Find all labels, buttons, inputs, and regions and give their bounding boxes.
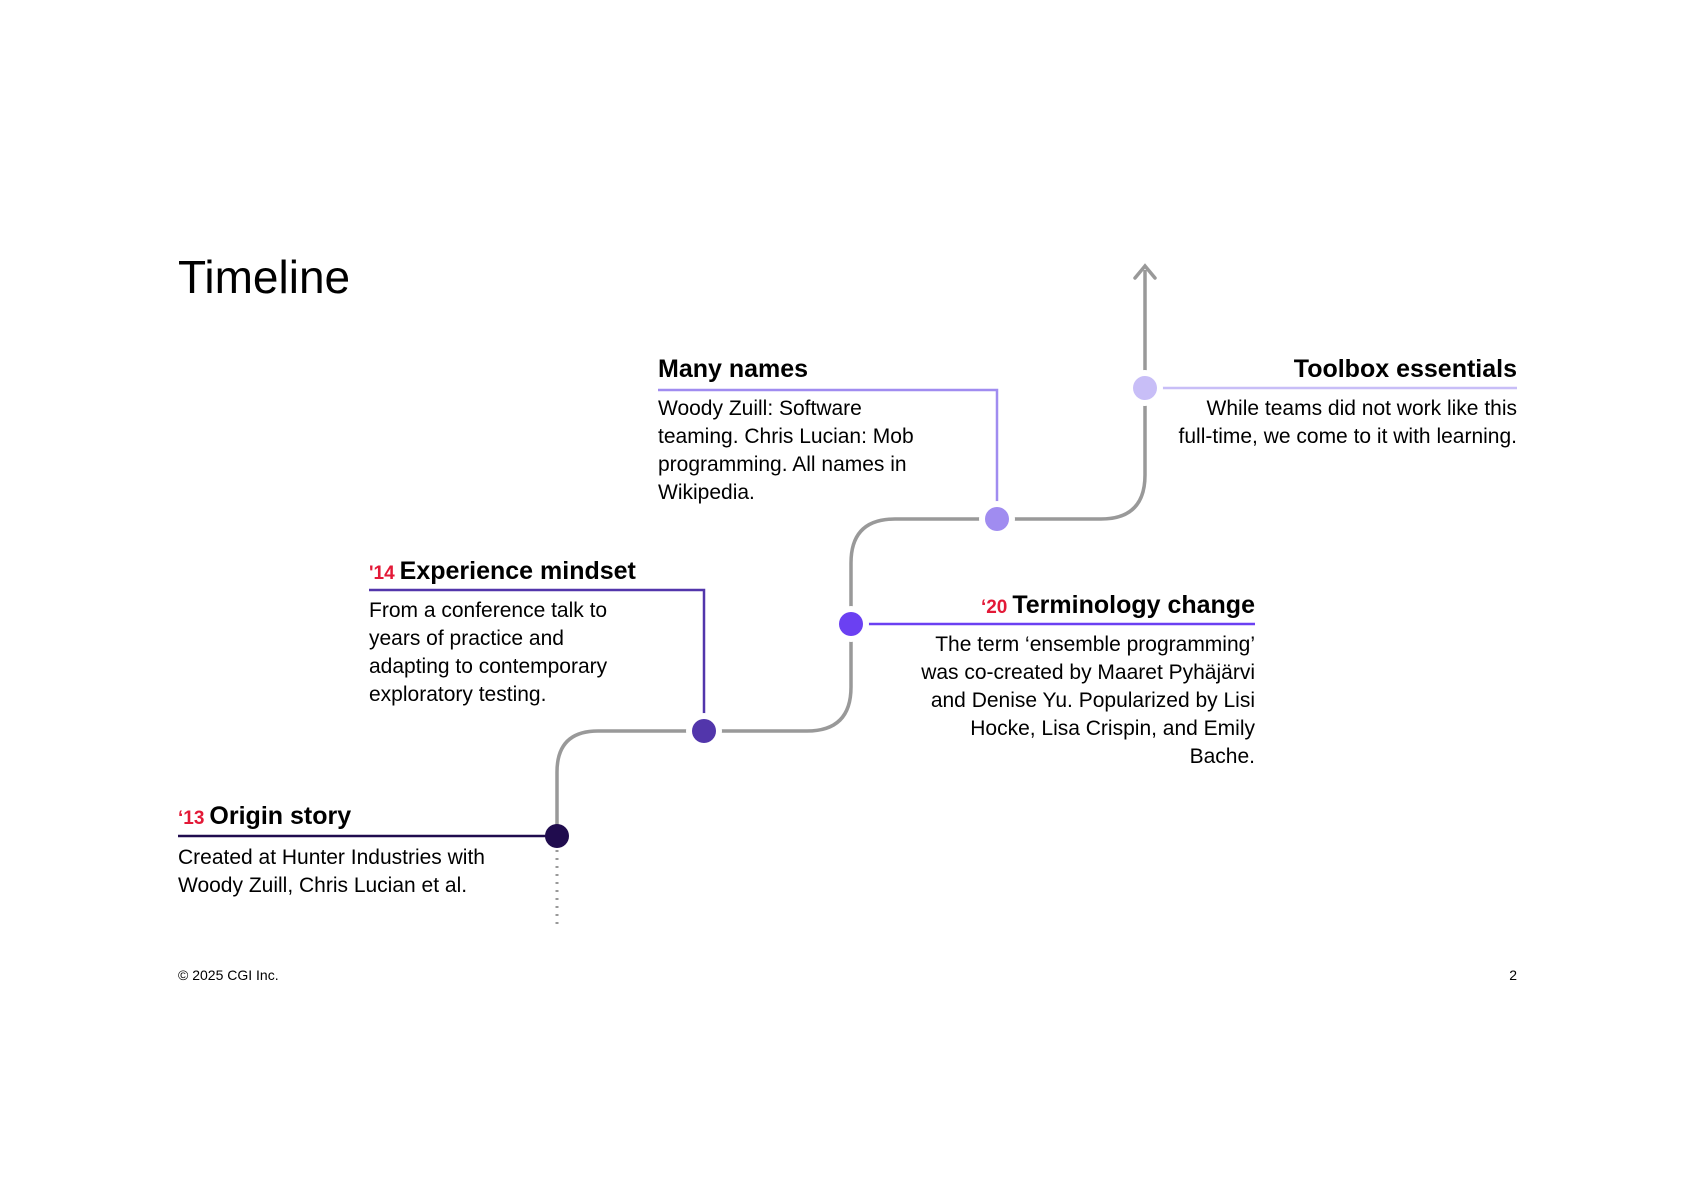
page-title: Timeline (178, 251, 351, 303)
connector-experience-mindset (369, 588, 706, 730)
milestone-text-experience-mindset: From a conference talk to years of pract… (369, 599, 608, 706)
milestone-text-toolbox-essentials: While teams did not work like this full-… (1178, 397, 1517, 448)
footer-copyright: © 2025 CGI Inc. (178, 967, 279, 983)
milestone-dot-many-names (985, 507, 1009, 531)
milestone-heading-many-names: Many names (658, 357, 808, 382)
milestone-year: ‘20 (980, 597, 1008, 618)
milestone-title: Terminology change (1012, 591, 1255, 619)
milestone-title: Origin story (209, 802, 352, 830)
connector-many-names (658, 388, 999, 518)
arrow-up-icon (1133, 263, 1157, 280)
milestone-title: Experience mindset (399, 557, 636, 585)
page-number: 2 (1509, 967, 1517, 983)
milestone-dot-toolbox-essentials (1133, 376, 1157, 400)
milestone-text-many-names: Woody Zuill: Software teaming. Chris Luc… (658, 397, 914, 504)
milestone-heading-toolbox-essentials: Toolbox essentials (1217, 357, 1517, 382)
milestone-year: ‘13 (178, 808, 205, 829)
milestone-dot-origin-story (545, 824, 569, 848)
milestone-title: Many names (658, 355, 809, 383)
milestone-dot-terminology-change (839, 612, 863, 636)
milestone-dot-experience-mindset (692, 719, 716, 743)
milestone-title: Toolbox essentials (1293, 355, 1517, 383)
milestone-year: '14 (369, 563, 395, 584)
milestone-text-origin-story: Created at Hunter Industries with Woody … (178, 846, 485, 897)
milestone-text-terminology-change: The term ‘ensemble programming’ was co-c… (921, 633, 1255, 768)
